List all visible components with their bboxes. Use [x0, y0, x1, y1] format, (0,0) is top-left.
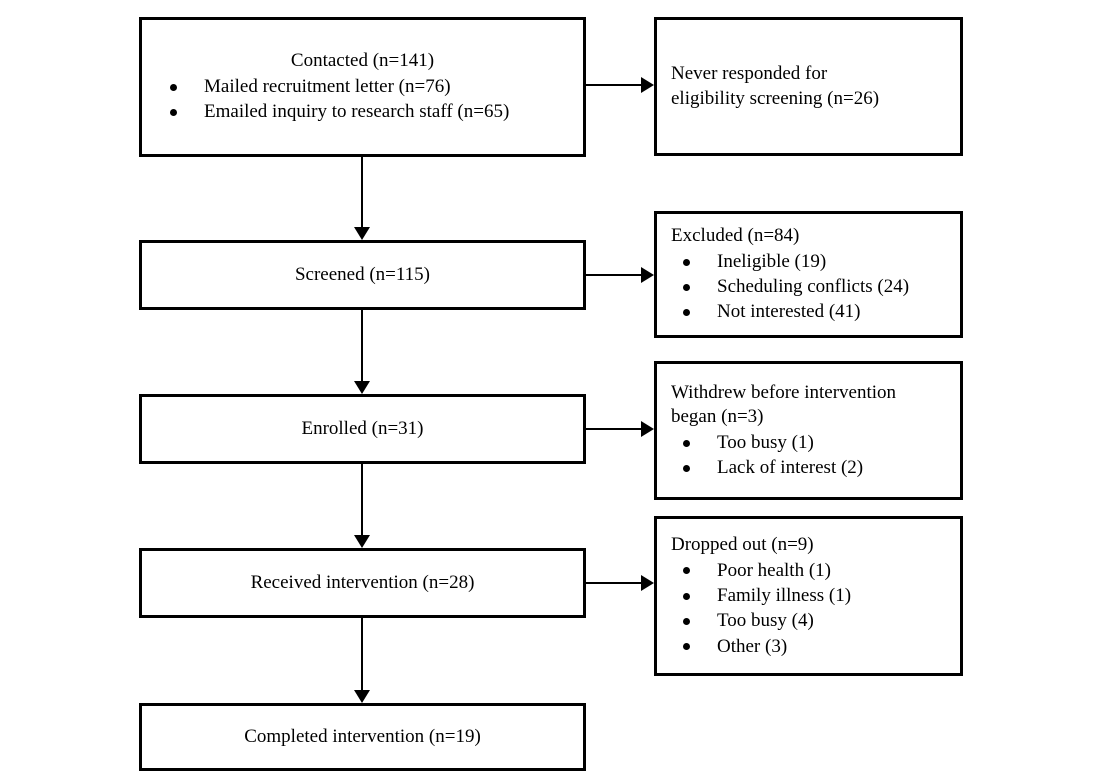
flow-node-dropped-out: Dropped out (n=9) Poor health (1) Family… — [654, 516, 963, 676]
flow-node-bullets: Ineligible (19) Scheduling conflicts (24… — [671, 249, 950, 325]
bullet-dot — [683, 617, 690, 625]
connector-received-to-dropped-out — [586, 582, 644, 584]
flow-node-withdrew: Withdrew before intervention began (n=3)… — [654, 361, 963, 500]
flow-node-title: Never responded for eligibility screenin… — [671, 62, 880, 109]
list-item-label: Lack of interest (2) — [717, 457, 864, 479]
list-item: Scheduling conflicts (24) — [671, 274, 950, 299]
connector-received-to-completed — [361, 618, 363, 691]
list-item-label: Not interested (41) — [717, 301, 861, 323]
connector-screened-to-excluded — [586, 274, 644, 276]
list-item: Emailed inquiry to research staff (n=65) — [158, 99, 509, 124]
list-item: Mailed recruitment letter (n=76) — [158, 74, 509, 99]
list-item: Ineligible (19) — [671, 249, 950, 274]
bullet-dot — [683, 567, 690, 575]
flow-node-completed-intervention: Completed intervention (n=19) — [139, 703, 586, 771]
connector-enrolled-to-withdrew — [586, 428, 644, 430]
bullet-dot — [683, 309, 690, 317]
bullet-dot — [683, 439, 690, 447]
list-item-label: Ineligible (19) — [717, 250, 827, 272]
flow-node-title: Screened (n=115) — [294, 263, 431, 285]
bullet-dot — [170, 108, 177, 116]
arrowhead-right — [641, 575, 654, 591]
flow-node-never-responded: Never responded for eligibility screenin… — [654, 17, 963, 156]
flow-node-title: Dropped out (n=9) — [671, 534, 814, 556]
flow-node-title: Enrolled (n=31) — [301, 417, 424, 439]
list-item-label: Too busy (4) — [717, 610, 814, 632]
list-item-label: Other (3) — [717, 635, 788, 657]
list-item-label: Family illness (1) — [717, 585, 852, 607]
flow-node-bullets: Mailed recruitment letter (n=76) Emailed… — [158, 74, 509, 125]
connector-contacted-to-never-responded — [586, 84, 644, 86]
bullet-dot — [683, 283, 690, 291]
list-item: Too busy (1) — [671, 430, 950, 455]
flow-node-received-intervention: Received intervention (n=28) — [139, 548, 586, 618]
bullet-dot — [170, 83, 177, 91]
list-item-label: Too busy (1) — [717, 431, 814, 453]
connector-screened-to-enrolled — [361, 310, 363, 383]
flow-node-contacted: Contacted (n=141) Mailed recruitment let… — [139, 17, 586, 157]
bullet-dot — [683, 643, 690, 651]
arrowhead-right — [641, 267, 654, 283]
bullet-dot — [683, 592, 690, 600]
flow-node-bullets: Poor health (1) Family illness (1) Too b… — [671, 558, 950, 659]
list-item: Lack of interest (2) — [671, 455, 950, 480]
bullet-dot — [683, 258, 690, 266]
connector-contacted-to-screened — [361, 157, 363, 229]
list-item: Other (3) — [671, 634, 950, 659]
flow-node-excluded: Excluded (n=84) Ineligible (19) Scheduli… — [654, 211, 963, 338]
flow-node-screened: Screened (n=115) — [139, 240, 586, 310]
bullet-dot — [683, 464, 690, 472]
flow-node-enrolled: Enrolled (n=31) — [139, 394, 586, 464]
list-item: Family illness (1) — [671, 583, 950, 608]
flow-node-title: Received intervention (n=28) — [250, 571, 475, 593]
arrowhead-down — [354, 381, 370, 394]
arrowhead-right — [641, 77, 654, 93]
flow-node-title: Withdrew before intervention began (n=3) — [671, 381, 897, 428]
list-item-label: Poor health (1) — [717, 559, 831, 581]
flow-node-title: Excluded (n=84) — [671, 225, 800, 247]
connector-enrolled-to-received — [361, 464, 363, 537]
arrowhead-down — [354, 535, 370, 548]
arrowhead-down — [354, 227, 370, 240]
arrowhead-down — [354, 690, 370, 703]
list-item-label: Scheduling conflicts (24) — [717, 276, 910, 298]
list-item-label: Mailed recruitment letter (n=76) — [204, 76, 451, 98]
flow-node-title: Completed intervention (n=19) — [244, 725, 481, 747]
list-item: Poor health (1) — [671, 558, 950, 583]
list-item: Not interested (41) — [671, 299, 950, 324]
list-item-label: Emailed inquiry to research staff (n=65) — [204, 101, 510, 123]
list-item: Too busy (4) — [671, 608, 950, 633]
arrowhead-right — [641, 421, 654, 437]
flow-node-title: Contacted (n=141) — [290, 50, 435, 72]
flow-node-bullets: Too busy (1) Lack of interest (2) — [671, 430, 950, 481]
